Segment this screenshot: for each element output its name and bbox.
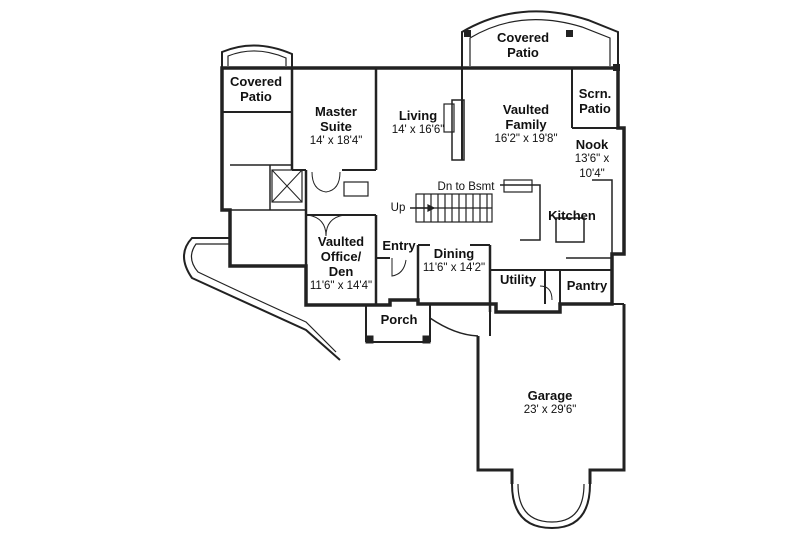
room-dimensions: 11'6" x 14'4" bbox=[309, 280, 373, 292]
room-utility: Utility bbox=[492, 272, 544, 287]
room-name: Office/ bbox=[320, 249, 362, 264]
room-dimensions: 14' x 18'4" bbox=[309, 135, 363, 147]
left-covered-patio-outline bbox=[221, 44, 293, 68]
room-name: Vaulted bbox=[502, 102, 550, 117]
room-dimensions: 16'2" x 19'8" bbox=[494, 133, 558, 145]
room-name: Nook bbox=[575, 137, 609, 152]
room-name: Den bbox=[328, 264, 354, 279]
room-covered-patio-top: Covered Patio bbox=[478, 30, 568, 60]
interior-walls bbox=[222, 68, 618, 312]
room-nook: Nook 13'6" x 10'4" bbox=[560, 137, 624, 182]
porch-outline bbox=[365, 305, 479, 344]
room-name: Kitchen bbox=[548, 208, 596, 223]
staircase bbox=[410, 193, 493, 223]
stairs-up-label: Up bbox=[390, 202, 406, 214]
exterior-walls bbox=[220, 66, 626, 314]
room-dining: Dining 11'6" x 14'2" bbox=[418, 246, 490, 276]
room-office: Vaulted Office/ Den 11'6" x 14'4" bbox=[306, 234, 376, 294]
room-name: Scrn. bbox=[578, 86, 612, 101]
room-name: Porch bbox=[380, 312, 418, 327]
room-name: Master bbox=[315, 104, 357, 119]
room-name: Utility bbox=[499, 272, 537, 287]
room-garage: Garage 23' x 29'6" bbox=[500, 388, 600, 418]
stairs-down-label: Dn to Bsmt bbox=[437, 181, 495, 193]
room-name: Vaulted bbox=[317, 234, 365, 249]
garage-outline bbox=[476, 303, 626, 530]
room-kitchen: Kitchen bbox=[542, 208, 602, 223]
room-name: Suite bbox=[320, 119, 352, 134]
room-name: Dining bbox=[433, 246, 475, 261]
room-master-suite: Master Suite 14' x 18'4" bbox=[296, 104, 376, 149]
room-dimensions: 10'4" bbox=[579, 168, 605, 180]
room-scrn-patio: Scrn. Patio bbox=[572, 86, 618, 116]
door-swings bbox=[307, 171, 553, 301]
room-porch: Porch bbox=[370, 312, 428, 327]
room-dimensions: 14' x 16'6" bbox=[391, 124, 445, 136]
room-dimensions: 11'6" x 14'2" bbox=[422, 262, 486, 274]
room-name: Pantry bbox=[566, 278, 608, 293]
room-dimensions: 23' x 29'6" bbox=[523, 404, 577, 416]
room-name: Family bbox=[505, 117, 547, 132]
room-living: Living 14' x 16'6" bbox=[380, 108, 456, 138]
room-name: Living bbox=[398, 108, 438, 123]
room-dimensions: 13'6" x bbox=[574, 153, 610, 165]
room-name: Garage bbox=[527, 388, 573, 403]
room-name: Patio bbox=[579, 101, 611, 116]
room-pantry: Pantry bbox=[562, 278, 612, 293]
room-entry: Entry bbox=[378, 238, 420, 253]
room-name: Covered bbox=[496, 30, 550, 45]
room-name: Patio bbox=[240, 89, 272, 104]
room-name: Entry bbox=[382, 238, 416, 253]
room-name: Patio bbox=[507, 45, 539, 60]
room-covered-patio-left: Covered Patio bbox=[222, 74, 290, 104]
room-family: Vaulted Family 16'2" x 19'8" bbox=[480, 102, 572, 147]
curved-terrace bbox=[183, 237, 341, 361]
room-name: Covered bbox=[229, 74, 283, 89]
